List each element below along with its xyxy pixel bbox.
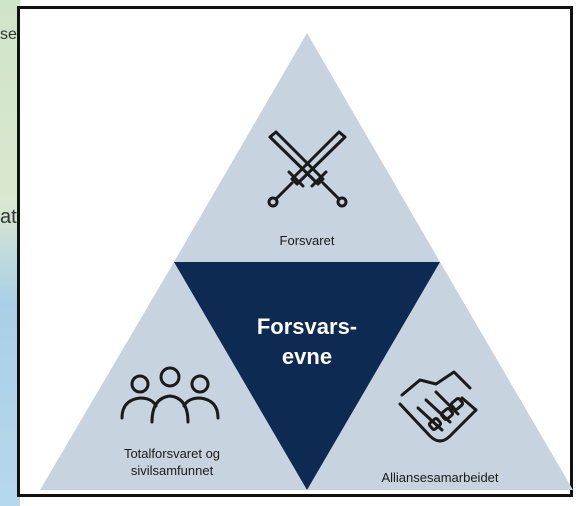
top-triangle — [174, 33, 440, 262]
center-label-line2: evne — [282, 344, 332, 369]
crossed-swords-icon — [267, 130, 348, 208]
people-group-icon — [120, 366, 220, 424]
background-map-strip — [0, 0, 20, 506]
bottom-left-label-line1: Totalforsvaret og — [124, 446, 220, 461]
center-label-line1: Forsvars- — [257, 314, 357, 339]
bottom-left-triangle — [40, 262, 307, 490]
bottom-right-label: Alliansesamarbeidet — [381, 470, 498, 485]
handshake-icon — [398, 370, 478, 443]
map-label-fragment-middle: at — [0, 206, 17, 228]
top-label: Forsvaret — [280, 233, 335, 248]
bottom-left-label-line2: sivilsamfunnet — [131, 463, 214, 478]
bottom-right-triangle — [307, 262, 573, 490]
center-triangle — [174, 262, 440, 490]
map-label-fragment-top: se — [0, 26, 17, 43]
